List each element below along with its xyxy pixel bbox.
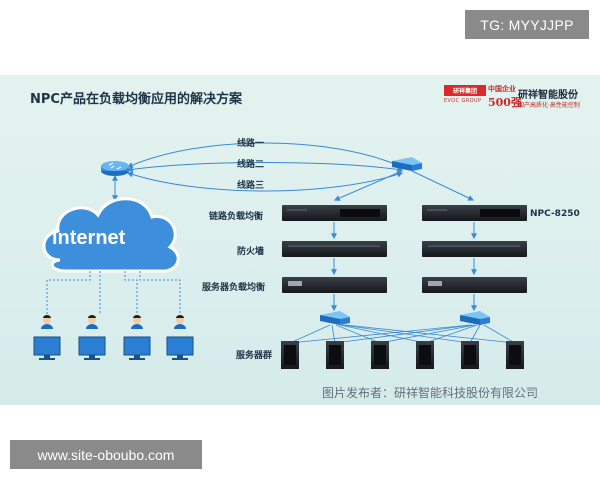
internet-label: internet bbox=[52, 227, 126, 249]
client-monitor-icons bbox=[33, 336, 194, 360]
watermark-site: www.site-oboubo.com bbox=[10, 440, 202, 469]
rank-line1: 中国企业 bbox=[488, 85, 516, 93]
rank-line2: 500强 bbox=[488, 96, 522, 109]
device-model-label: NPC-8250 bbox=[530, 209, 580, 219]
group-tag-en: EVOC GROUP bbox=[444, 98, 482, 104]
tier-label-server-balancer: 服务器负载均衡 bbox=[202, 283, 266, 293]
link-label-3: 线路三 bbox=[237, 181, 265, 191]
tier-label-firewall: 防火墙 bbox=[237, 247, 265, 257]
network-diagram bbox=[33, 142, 527, 369]
client-links bbox=[46, 271, 181, 315]
link-label-2: 线路二 bbox=[237, 160, 265, 170]
company-logo: 研祥集团 EVOC GROUP 中国企业 500强 研祥智能股份 国产高质化·高… bbox=[444, 83, 594, 113]
server-links bbox=[289, 324, 516, 344]
access-switch-left bbox=[320, 311, 350, 325]
watermark-tg: TG: MYYJJPP bbox=[465, 10, 589, 39]
solution-banner: NPC产品在负载均衡应用的解决方案 研祥集团 EVOC GROUP 中国企业 5… bbox=[0, 75, 600, 405]
client-user-icons bbox=[41, 315, 186, 329]
core-switch-icon bbox=[392, 157, 422, 171]
server-rack-icons bbox=[281, 341, 524, 369]
npc-devices-left bbox=[282, 205, 387, 293]
banner-title: NPC产品在负载均衡应用的解决方案 bbox=[30, 92, 242, 107]
image-credit: 图片发布者：研祥智能科技股份有限公司 bbox=[322, 386, 539, 400]
tier-arrows bbox=[331, 222, 477, 312]
group-tag: 研祥集团 bbox=[444, 85, 486, 96]
link-arcs bbox=[126, 142, 404, 192]
company-slogan: 国产高质化·高性能控制 bbox=[518, 102, 580, 109]
internet-cloud bbox=[42, 197, 180, 273]
npc-devices-right bbox=[422, 205, 527, 293]
router-icon bbox=[101, 161, 129, 176]
tier-label-servers: 服务器群 bbox=[236, 351, 273, 361]
tier-label-link-balancer: 链路负载均衡 bbox=[209, 212, 264, 222]
company-name: 研祥智能股份 bbox=[518, 90, 578, 101]
access-switch-right bbox=[460, 311, 490, 325]
link-label-1: 线路一 bbox=[237, 139, 265, 149]
